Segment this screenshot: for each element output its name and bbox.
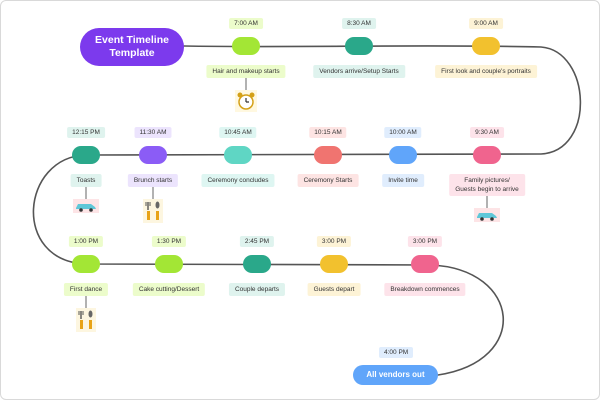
event-time: 12:15 PM bbox=[67, 127, 105, 138]
event-time: 3:00 PM bbox=[316, 236, 352, 247]
event-node bbox=[139, 146, 167, 164]
car-icon bbox=[73, 199, 99, 218]
event-label: Toasts bbox=[70, 174, 102, 187]
event-node bbox=[473, 146, 501, 164]
event-node bbox=[389, 146, 417, 164]
event-node bbox=[320, 255, 348, 273]
event-label: Hair and makeup starts bbox=[206, 65, 286, 78]
event-label: Cake cutting/Dessert bbox=[132, 283, 206, 296]
icon-connector bbox=[85, 187, 87, 199]
event-node bbox=[72, 146, 100, 164]
event-time: 8:30 AM bbox=[342, 18, 376, 29]
event-time: 11:30 AM bbox=[134, 127, 172, 138]
event-node bbox=[243, 255, 271, 273]
event-time: 9:30 AM bbox=[470, 127, 504, 138]
event-label: Invite time bbox=[382, 174, 424, 187]
event-time: 10:45 AM bbox=[219, 127, 257, 138]
event-label: Breakdown commences bbox=[384, 283, 466, 296]
cutlery-icon bbox=[143, 199, 163, 228]
icon-connector bbox=[245, 78, 247, 90]
event-label: Couple departs bbox=[228, 283, 286, 296]
start-node-title: Event Timeline Template bbox=[80, 28, 184, 66]
event-time: 10:15 AM bbox=[309, 127, 347, 138]
event-node bbox=[411, 255, 439, 273]
event-node bbox=[224, 146, 252, 164]
event-label: Ceremony concludes bbox=[201, 174, 275, 187]
event-time: 10:00 AM bbox=[384, 127, 422, 138]
event-node bbox=[345, 37, 373, 55]
end-node-label: All vendors out bbox=[353, 365, 438, 385]
icon-connector bbox=[486, 196, 488, 208]
event-label: First look and couple's portraits bbox=[435, 65, 537, 78]
event-time: 1:30 PM bbox=[151, 236, 187, 247]
event-time: 3:00 PM bbox=[407, 236, 443, 247]
event-label: Family pictures/ Guests begin to arrive bbox=[449, 174, 525, 196]
icon-connector bbox=[85, 296, 87, 308]
car-icon bbox=[474, 208, 500, 227]
event-label: Guests depart bbox=[307, 283, 361, 296]
end-time: 4:00 PM bbox=[379, 347, 414, 358]
event-node bbox=[314, 146, 342, 164]
event-time: 7:00 AM bbox=[229, 18, 263, 29]
event-label: First dance bbox=[63, 283, 109, 296]
event-node bbox=[155, 255, 183, 273]
event-time: 2:45 PM bbox=[239, 236, 275, 247]
event-label: Vendors arrive/Setup Starts bbox=[313, 65, 405, 78]
cutlery-icon bbox=[76, 308, 96, 337]
alarm-clock-icon bbox=[235, 90, 257, 117]
event-time: 9:00 AM bbox=[469, 18, 503, 29]
icon-connector bbox=[152, 187, 154, 199]
event-node bbox=[232, 37, 260, 55]
event-node bbox=[72, 255, 100, 273]
event-time: 1:00 PM bbox=[68, 236, 104, 247]
event-label: Brunch starts bbox=[127, 174, 179, 187]
event-label: Ceremony Starts bbox=[297, 174, 359, 187]
event-node bbox=[472, 37, 500, 55]
